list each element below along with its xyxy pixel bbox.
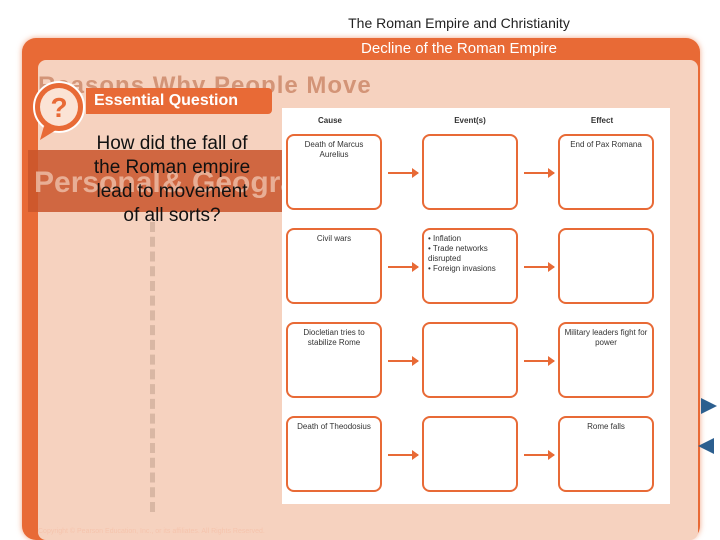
cause-cell-2: Civil wars	[286, 228, 382, 304]
cause-text-1: Death of Marcus Aurelius	[304, 140, 364, 159]
cause-text-2: Civil wars	[316, 234, 352, 243]
slide-title: The Roman Empire and Christianity	[348, 15, 570, 31]
header-effect: Effect	[590, 116, 614, 125]
dashed-divider	[150, 222, 159, 512]
header-cause: Cause	[317, 116, 342, 125]
cause-cell-4: Death of Theodosius	[286, 416, 382, 492]
cause-cell-1: Death of Marcus Aurelius	[286, 134, 382, 210]
effect-text-1: End of Pax Romana	[570, 140, 642, 149]
cause-text-3: Diocletian tries to stabilize Rome	[303, 328, 365, 347]
effect-text-3: Military leaders fight for power	[564, 328, 648, 347]
cause-effect-chart: Cause Event(s) Effect Death of Marcus Au…	[282, 108, 670, 504]
effect-cell-1: End of Pax Romana	[558, 134, 654, 210]
next-slide-icon[interactable]	[701, 398, 717, 414]
effect-text-4: Rome falls	[587, 422, 625, 431]
arrow-4a	[388, 450, 419, 460]
previous-slide-icon[interactable]	[698, 438, 714, 454]
copyright-text: Copyright © Pearson Education, Inc., or …	[38, 528, 265, 535]
event-cell-2: Inflation Trade networks disrupted Forei…	[422, 228, 518, 304]
background-band	[28, 150, 284, 212]
header-events: Event(s)	[454, 116, 486, 125]
arrow-3a	[388, 356, 419, 366]
arrow-1a	[388, 168, 419, 178]
event-list-2: Inflation Trade networks disrupted Forei…	[424, 230, 516, 274]
essential-question-banner: Essential Question	[86, 88, 272, 114]
event-item: Foreign invasions	[428, 264, 514, 274]
arrow-4b	[524, 450, 555, 460]
effect-cell-3: Military leaders fight for power	[558, 322, 654, 398]
arrow-2a	[388, 262, 419, 272]
event-cell-3	[422, 322, 518, 398]
arrow-1b	[524, 168, 555, 178]
badge-symbol: ?	[50, 92, 67, 123]
slide-subtitle: Decline of the Roman Empire	[361, 40, 557, 57]
event-item: Trade networks disrupted	[428, 244, 514, 264]
effect-cell-2	[558, 228, 654, 304]
event-item: Inflation	[428, 234, 514, 244]
event-cell-4	[422, 416, 518, 492]
background-personal-label: Personal	[34, 166, 161, 199]
essential-question-text: How did the fall of the Roman empire lea…	[93, 133, 251, 226]
arrow-2b	[524, 262, 555, 272]
question-mark-icon: ?	[33, 81, 85, 140]
arrow-3b	[524, 356, 555, 366]
cause-text-4: Death of Theodosius	[297, 422, 371, 431]
event-cell-1	[422, 134, 518, 210]
effect-cell-4: Rome falls	[558, 416, 654, 492]
cause-cell-3: Diocletian tries to stabilize Rome	[286, 322, 382, 398]
